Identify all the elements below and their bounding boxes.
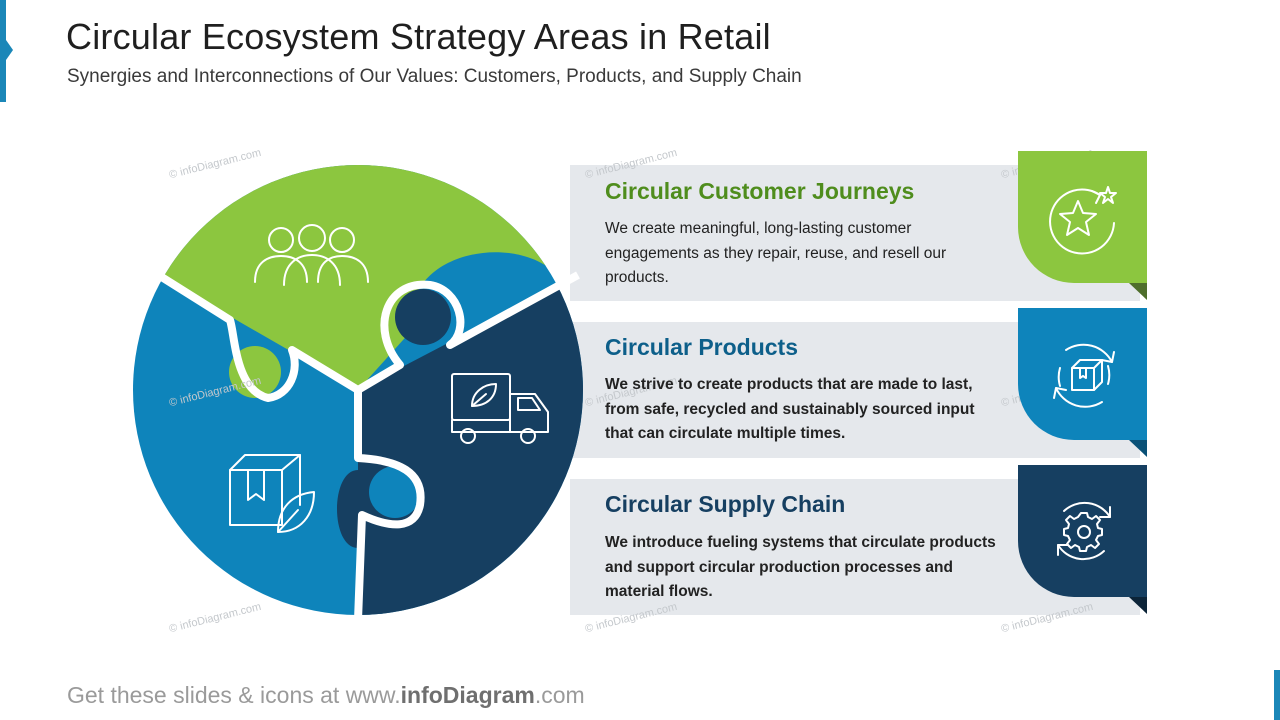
area-description-supply-chain: We introduce fueling systems that circul… <box>605 534 996 600</box>
right-accent-bar <box>1274 670 1280 720</box>
people-group-icon <box>254 224 369 286</box>
area-title-supply-chain: Circular Supply Chain <box>605 491 846 517</box>
area-title-customers: Circular Customer Journeys <box>605 178 915 204</box>
footer-promo: Get these slides & icons at www.infoDiag… <box>67 682 585 709</box>
puzzle-tab-supply-chain <box>395 289 451 345</box>
puzzle-piece-customers <box>133 165 583 390</box>
box-cycle-icon <box>1053 343 1115 408</box>
area-icon-tile-supply-chain <box>1018 465 1147 597</box>
page-subtitle: Synergies and Interconnections of Our Va… <box>67 66 802 87</box>
footer-brand[interactable]: infoDiagram <box>400 682 535 708</box>
box-leaf-icon <box>229 454 315 533</box>
left-accent-bar <box>0 0 6 102</box>
area-description-customers: We create meaningful, long-lasting custo… <box>605 220 947 286</box>
area-description-products: We strive to create products that are ma… <box>605 376 975 442</box>
footer-suffix: .com <box>534 682 585 708</box>
area-icon-tile-products <box>1018 308 1147 440</box>
footer-prefix: Get these slides & icons at www. <box>67 682 401 708</box>
page-title: Circular Ecosystem Strategy Areas in Ret… <box>66 16 771 57</box>
left-accent-notch <box>6 40 13 60</box>
tile-fold-products <box>1129 440 1147 457</box>
tile-fold-supply-chain <box>1129 597 1147 614</box>
tile-fold-customers <box>1129 283 1147 300</box>
area-title-products: Circular Products <box>605 334 798 360</box>
gear-cycle-icon <box>1057 501 1111 561</box>
puzzle-seams <box>157 271 580 621</box>
star-cycle-icon <box>1049 186 1117 255</box>
area-icon-tile-customers <box>1018 151 1147 283</box>
puzzle-tab-products <box>369 466 421 518</box>
eco-truck-icon <box>451 373 549 444</box>
puzzle-circle-diagram <box>133 165 583 621</box>
